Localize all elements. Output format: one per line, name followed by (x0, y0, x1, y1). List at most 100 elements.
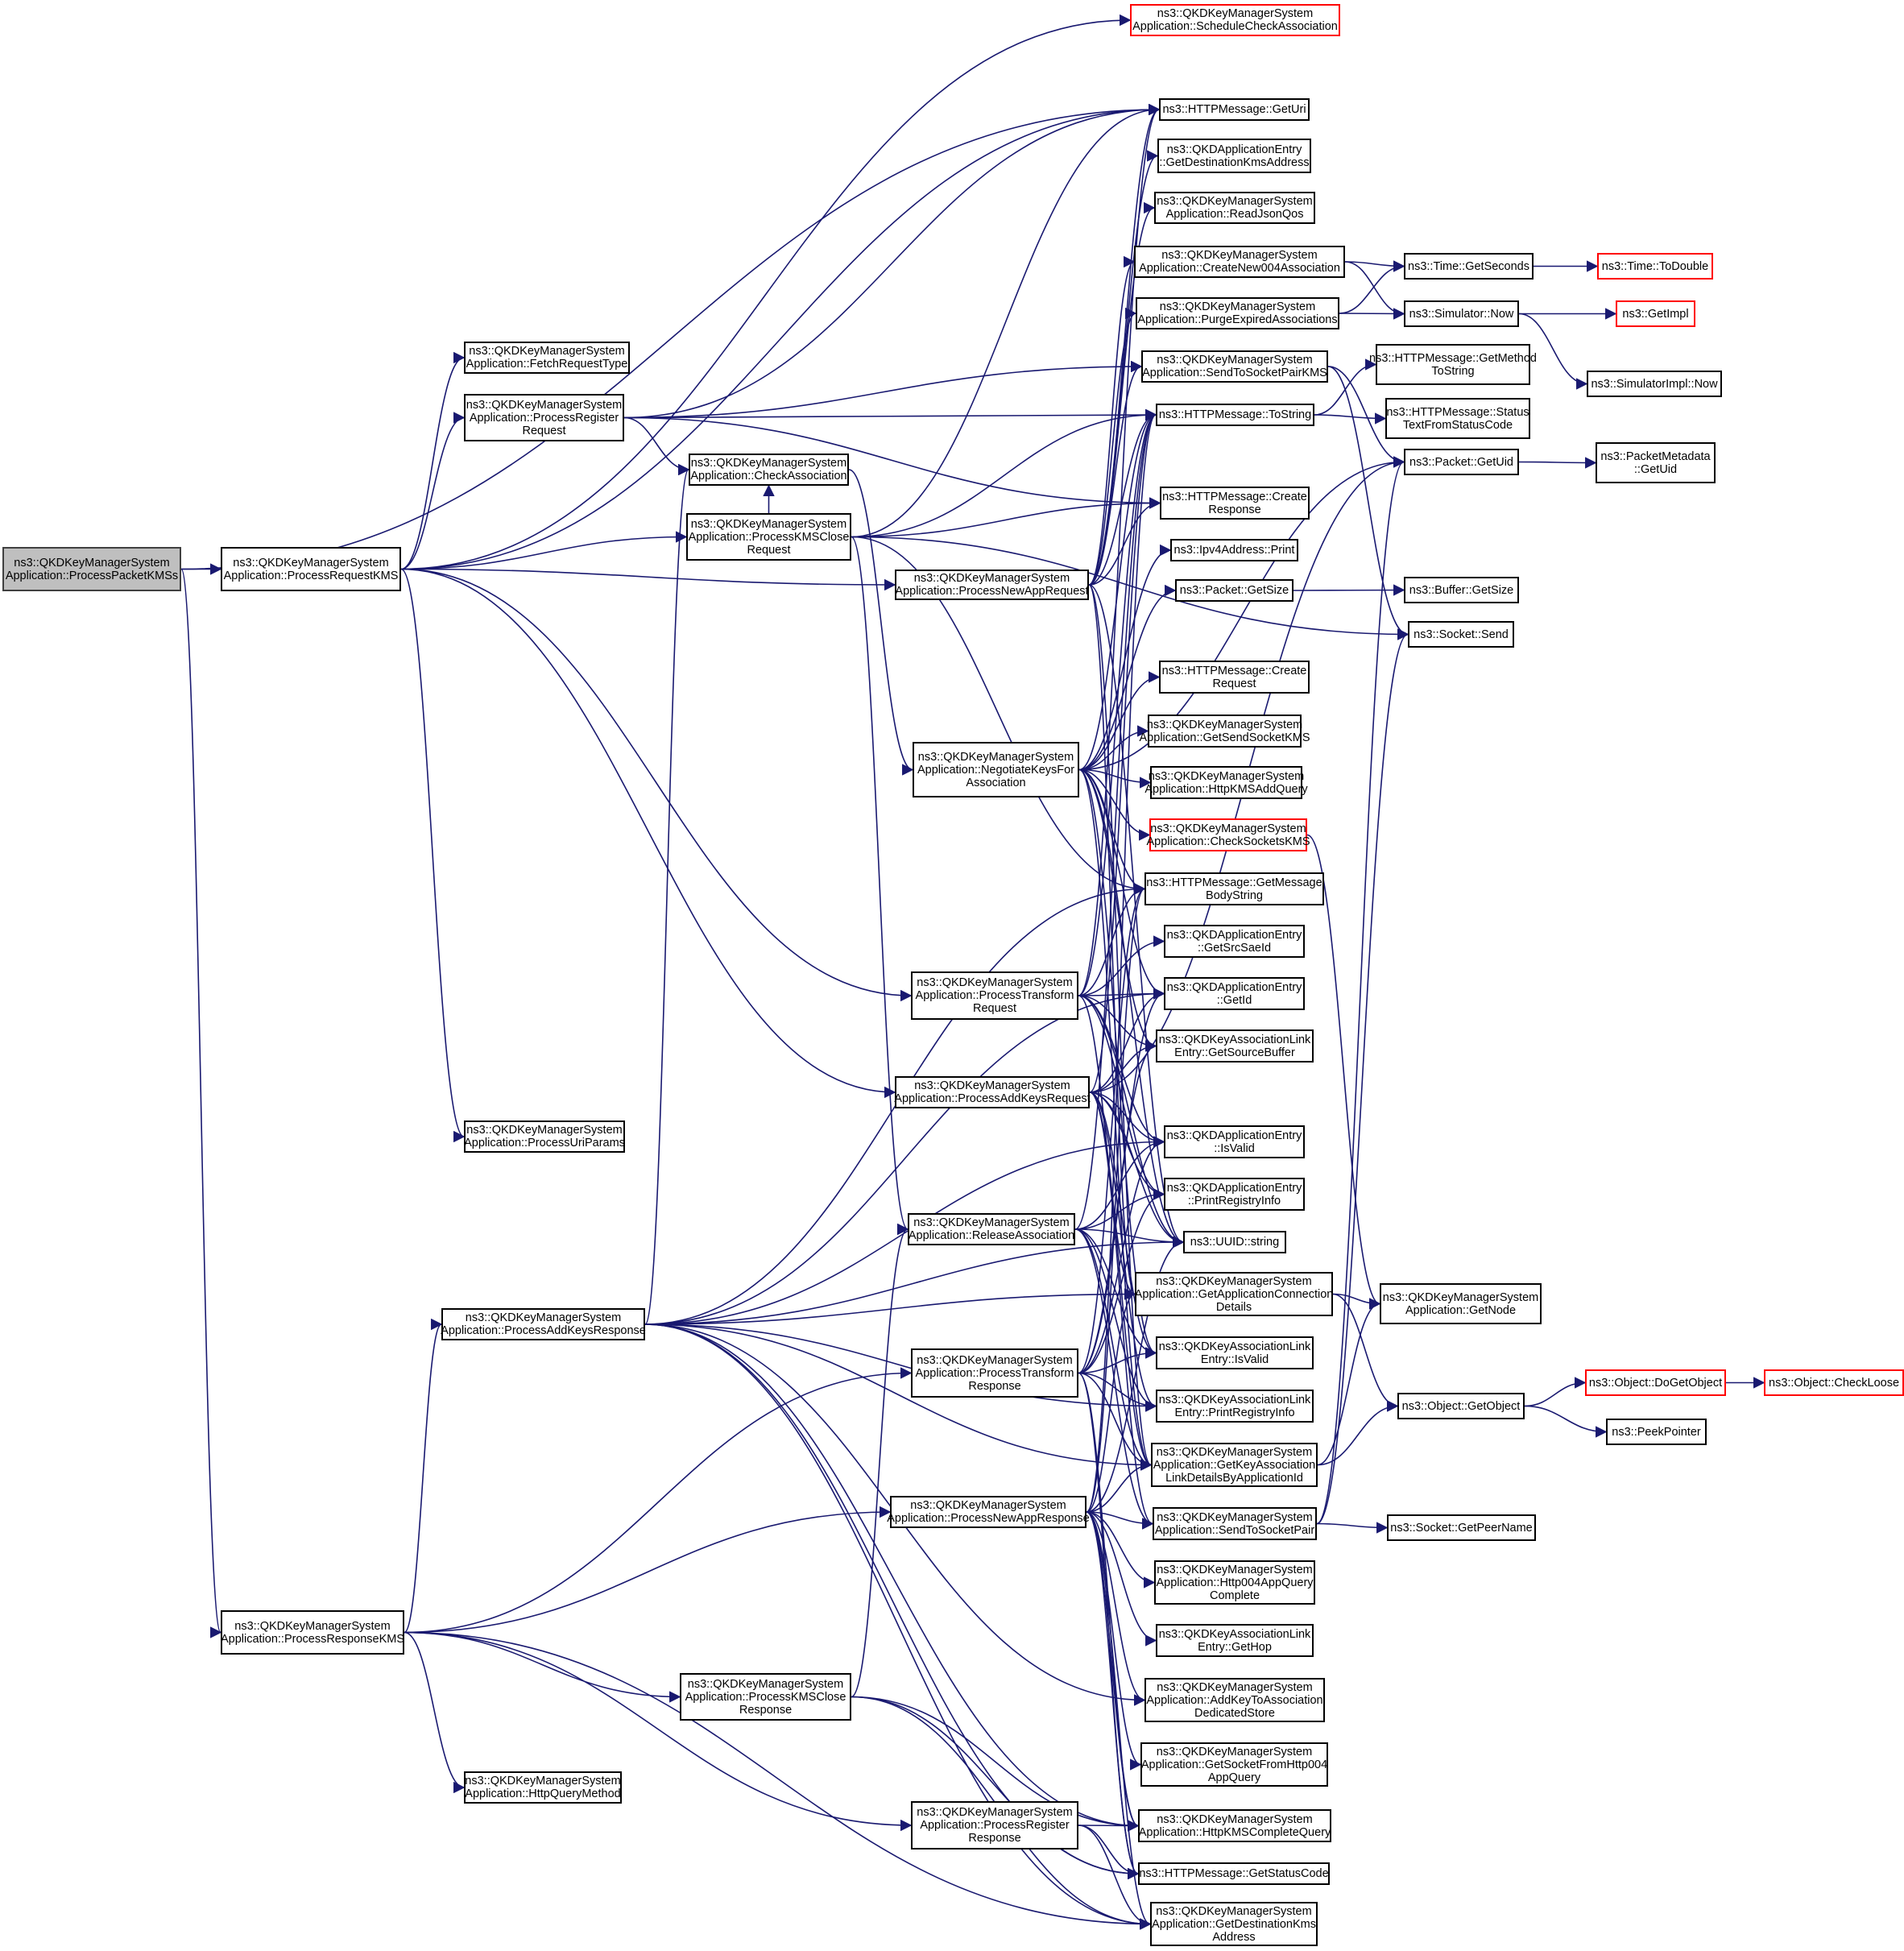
call-edge-root-to-respKMS (180, 568, 222, 1638)
graph-node-sim-now[interactable]: ns3::Simulator::Now (1404, 300, 1519, 327)
graph-node-to-double[interactable]: ns3::Time::ToDouble (1597, 253, 1713, 280)
graph-node-get-node[interactable]: ns3::QKDKeyManagerSystem Application::Ge… (1380, 1283, 1542, 1324)
graph-node-get-dest-kms-addr[interactable]: ns3::QKDKeyManagerSystem Application::Ge… (1150, 1902, 1318, 1946)
graph-node-label: ns3::QKDKeyManagerSystem Application::Pr… (917, 1806, 1073, 1845)
graph-node-kms-close-resp[interactable]: ns3::QKDKeyManagerSystem Application::Pr… (680, 1673, 851, 1721)
graph-node-send-pair[interactable]: ns3::QKDKeyManagerSystem Application::Se… (1153, 1507, 1317, 1540)
call-edge-addKeysReq-to-entryGetId (1089, 988, 1165, 1093)
graph-node-new-app-req[interactable]: ns3::QKDKeyManagerSystem Application::Pr… (895, 570, 1089, 600)
call-edge-releaseAssoc-to-entryIsValid (1074, 1136, 1165, 1230)
graph-node-add-keys-req[interactable]: ns3::QKDKeyManagerSystem Application::Pr… (894, 1076, 1091, 1108)
graph-node-reg-req[interactable]: ns3::QKDKeyManagerSystem Application::Pr… (464, 394, 624, 441)
graph-node-get-send-socket-k-m-s[interactable]: ns3::QKDKeyManagerSystem Application::Ge… (1140, 715, 1310, 748)
graph-node-uri-params[interactable]: ns3::QKDKeyManagerSystem Application::Pr… (464, 1120, 625, 1153)
graph-node-label: ns3::QKDKeyManagerSystem Application::Sc… (1132, 7, 1338, 33)
graph-node-http-k-m-s-add-query[interactable]: ns3::QKDKeyManagerSystem Application::Ht… (1144, 766, 1308, 799)
graph-node-link-get-hop[interactable]: ns3::QKDKeyAssociationLink Entry::GetHop (1156, 1624, 1314, 1657)
graph-node-create-resp[interactable]: ns3::HTTPMessage::Create Response (1160, 487, 1310, 520)
graph-node-transform-req[interactable]: ns3::QKDKeyManagerSystem Application::Pr… (911, 971, 1078, 1020)
graph-node-add-keys-resp[interactable]: ns3::QKDKeyManagerSystem Application::Pr… (441, 1308, 646, 1340)
graph-node-link-is-valid[interactable]: ns3::QKDKeyAssociationLink Entry::IsVali… (1156, 1336, 1314, 1369)
graph-node-label: ns3::HTTPMessage::GetMessage BodyString (1146, 876, 1322, 902)
call-edge-kmsCloseResp-to-releaseAssoc (851, 1224, 909, 1698)
graph-node-read-json-qos[interactable]: ns3::QKDKeyManagerSystem Application::Re… (1154, 192, 1315, 224)
graph-node-to-string[interactable]: ns3::HTTPMessage::ToString (1156, 404, 1314, 426)
graph-node-entry-print-reg[interactable]: ns3::QKDApplicationEntry ::PrintRegistry… (1164, 1178, 1305, 1211)
call-edge-kmsCloseResp-to-httpKMSComplete (851, 1696, 1140, 1832)
graph-node-get-peer-name[interactable]: ns3::Socket::GetPeerName (1387, 1514, 1536, 1541)
call-edge-addKeysReq-to-entryIsValid (1089, 1091, 1165, 1148)
graph-node-label: ns3::Packet::GetSize (1179, 584, 1289, 597)
graph-node-label: ns3::Buffer::GetSize (1409, 583, 1514, 597)
graph-node-status-text[interactable]: ns3::HTTPMessage::Status TextFromStatusC… (1385, 398, 1530, 439)
graph-node-req-k-m-s[interactable]: ns3::QKDKeyManagerSystem Application::Pr… (221, 547, 401, 591)
graph-node-new-app-resp[interactable]: ns3::QKDKeyManagerSystem Application::Pr… (887, 1496, 1090, 1528)
graph-node-check-sockets-k-m-s[interactable]: ns3::QKDKeyManagerSystem Application::Ch… (1146, 818, 1310, 851)
graph-node-get-dest-kms-addr-entry[interactable]: ns3::QKDApplicationEntry ::GetDestinatio… (1157, 139, 1311, 173)
graph-node-label: ns3::QKDApplicationEntry ::GetDestinatio… (1159, 143, 1310, 169)
graph-node-label: ns3::SimulatorImpl::Now (1591, 377, 1718, 391)
graph-node-get-uri[interactable]: ns3::HTTPMessage::GetUri (1159, 98, 1310, 121)
graph-node-release-assoc[interactable]: ns3::QKDKeyManagerSystem Application::Re… (908, 1213, 1075, 1245)
graph-node-check-loose[interactable]: ns3::Object::CheckLoose (1764, 1369, 1904, 1396)
call-edge-purgeExpired-to-simNow (1339, 308, 1405, 320)
graph-node-pkt-get-uid[interactable]: ns3::Packet::GetUid (1404, 449, 1519, 475)
graph-node-label: ns3::Socket::GetPeerName (1390, 1521, 1533, 1535)
graph-node-get-key-assoc-link[interactable]: ns3::QKDKeyManagerSystem Application::Ge… (1151, 1443, 1318, 1487)
call-edge-toString-to-getMethodToString (1314, 358, 1377, 416)
graph-node-entry-get-id[interactable]: ns3::QKDApplicationEntry ::GetId (1164, 977, 1305, 1010)
graph-node-entry-is-valid[interactable]: ns3::QKDApplicationEntry ::IsValid (1164, 1125, 1305, 1158)
graph-node-get-app-conn-details[interactable]: ns3::QKDKeyManagerSystem Application::Ge… (1135, 1272, 1333, 1316)
graph-node-ipv4-print[interactable]: ns3::Ipv4Address::Print (1170, 539, 1298, 561)
graph-node-obj-get-object[interactable]: ns3::Object::GetObject (1397, 1393, 1525, 1419)
graph-node-socket-send[interactable]: ns3::Socket::Send (1408, 621, 1514, 648)
graph-node-buf-get-size[interactable]: ns3::Buffer::GetSize (1404, 577, 1519, 603)
call-edge-regResp-to-getDestKmsAddr (1078, 1825, 1152, 1930)
graph-node-label: ns3::QKDKeyManagerSystem Application::Ht… (1156, 1563, 1314, 1602)
graph-node-sched-check[interactable]: ns3::QKDKeyManagerSystem Application::Sc… (1130, 4, 1340, 36)
graph-node-add-key-to-store[interactable]: ns3::QKDKeyManagerSystem Application::Ad… (1144, 1678, 1325, 1722)
graph-node-create-req[interactable]: ns3::HTTPMessage::Create Request (1159, 661, 1310, 694)
graph-node-get-msg-body[interactable]: ns3::HTTPMessage::GetMessage BodyString (1144, 872, 1324, 905)
graph-node-label: ns3::QKDKeyManagerSystem Application::Se… (1142, 354, 1327, 379)
call-edge-checkSocketsKMS-to-getNode (1306, 834, 1381, 1310)
graph-node-get-status-code[interactable]: ns3::HTTPMessage::GetStatusCode (1138, 1862, 1330, 1885)
graph-node-transform-resp[interactable]: ns3::QKDKeyManagerSystem Application::Pr… (911, 1348, 1078, 1398)
graph-node-get-method-to-string[interactable]: ns3::HTTPMessage::GetMethod ToString (1369, 344, 1537, 385)
graph-node-label: ns3::Object::DoGetObject (1588, 1376, 1723, 1390)
graph-node-time-get-seconds[interactable]: ns3::Time::GetSeconds (1404, 253, 1534, 280)
graph-node-http-k-m-s-complete[interactable]: ns3::QKDKeyManagerSystem Application::Ht… (1138, 1809, 1331, 1842)
call-edge-addKeysResp-to-linkPrintReg (644, 1323, 1157, 1412)
graph-node-reg-resp[interactable]: ns3::QKDKeyManagerSystem Application::Pr… (911, 1801, 1078, 1850)
graph-node-get-socket-from004[interactable]: ns3::QKDKeyManagerSystem Application::Ge… (1140, 1742, 1328, 1787)
graph-node-get-src-sae-id[interactable]: ns3::QKDApplicationEntry ::GetSrcSaeId (1164, 925, 1305, 958)
call-edge-checkAssoc-to-negotiate (848, 469, 914, 776)
graph-node-purge-expired[interactable]: ns3::QKDKeyManagerSystem Application::Pu… (1136, 297, 1339, 329)
graph-node-get-source-buffer[interactable]: ns3::QKDKeyAssociationLink Entry::GetSou… (1156, 1029, 1314, 1062)
graph-node-peek-pointer[interactable]: ns3::PeekPointer (1606, 1419, 1707, 1445)
graph-node-kms-close-req[interactable]: ns3::QKDKeyManagerSystem Application::Pr… (686, 513, 851, 561)
graph-node-root[interactable]: ns3::QKDKeyManagerSystem Application::Pr… (2, 547, 181, 591)
call-edge-addKeysResp-to-getStatusCode (644, 1323, 1140, 1880)
call-edge-newAppResp-to-getAppConnDetails (1086, 1288, 1136, 1513)
graph-node-create-new004[interactable]: ns3::QKDKeyManagerSystem Application::Cr… (1134, 246, 1345, 278)
graph-node-link-print-reg[interactable]: ns3::QKDKeyAssociationLink Entry::PrintR… (1156, 1390, 1314, 1423)
graph-node-get-impl[interactable]: ns3::GetImpl (1616, 300, 1695, 327)
graph-node-negotiate[interactable]: ns3::QKDKeyManagerSystem Application::Ne… (913, 742, 1079, 797)
graph-node-pkt-get-size[interactable]: ns3::Packet::GetSize (1175, 579, 1293, 602)
graph-node-http-query-method[interactable]: ns3::QKDKeyManagerSystem Application::Ht… (464, 1771, 622, 1804)
call-edge-releaseAssoc-to-toString (1074, 409, 1157, 1230)
graph-node-label: ns3::QKDKeyManagerSystem Application::Pr… (5, 556, 179, 582)
graph-node-meta-get-uid[interactable]: ns3::PacketMetadata ::GetUid (1596, 442, 1716, 483)
graph-node-fetch-type[interactable]: ns3::QKDKeyManagerSystem Application::Fe… (464, 342, 630, 374)
graph-node-label: ns3::QKDKeyManagerSystem Application::Pr… (441, 1311, 646, 1337)
graph-node-sim-impl-now[interactable]: ns3::SimulatorImpl::Now (1587, 371, 1722, 397)
graph-node-http004-complete[interactable]: ns3::QKDKeyManagerSystem Application::Ht… (1154, 1560, 1315, 1605)
graph-node-do-get-object[interactable]: ns3::Object::DoGetObject (1585, 1369, 1726, 1396)
call-edge-pktGetSize-to-bufGetSize (1293, 584, 1405, 596)
graph-node-resp-k-m-s[interactable]: ns3::QKDKeyManagerSystem Application::Pr… (221, 1610, 404, 1655)
call-edge-kmsCloseReq-to-getUri (851, 103, 1161, 538)
graph-node-check-assoc[interactable]: ns3::QKDKeyManagerSystem Application::Ch… (689, 454, 849, 486)
graph-node-uuid-string[interactable]: ns3::UUID::string (1183, 1231, 1286, 1253)
graph-node-send-pair-k-m-s[interactable]: ns3::QKDKeyManagerSystem Application::Se… (1141, 350, 1328, 383)
